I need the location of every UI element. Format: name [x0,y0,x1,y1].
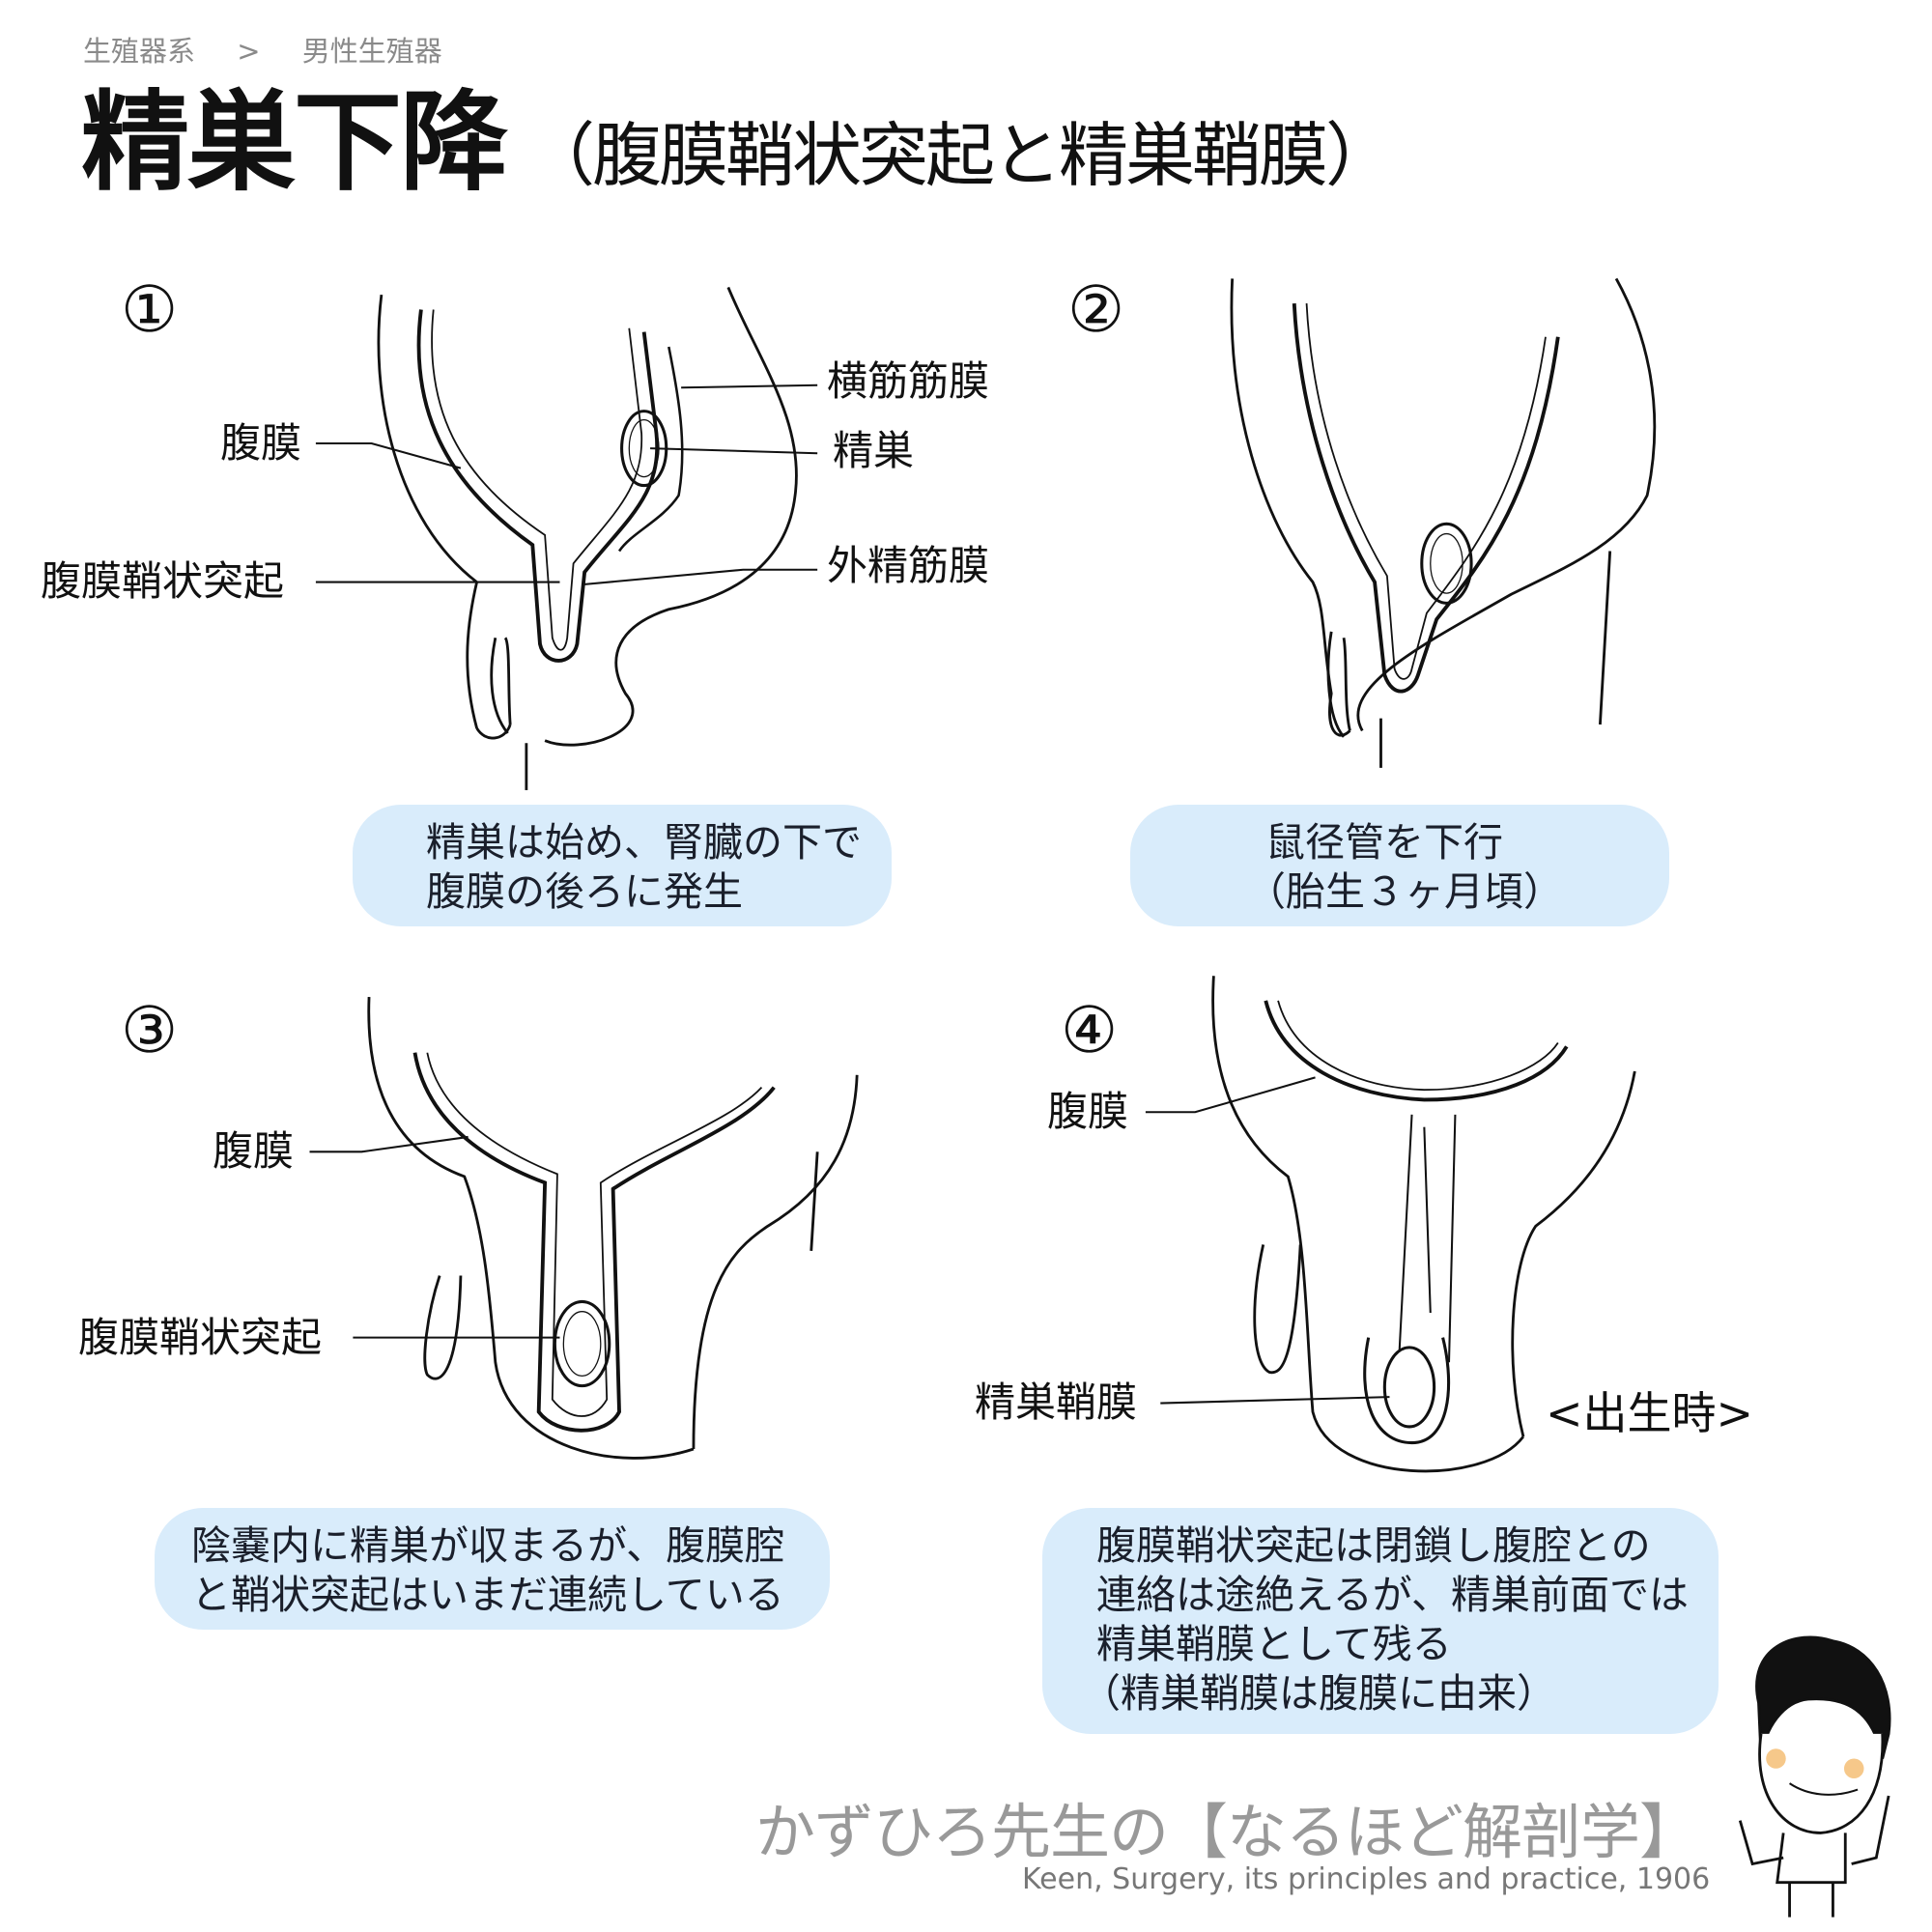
caption-line: （胎生３ヶ月頃） [1246,868,1563,915]
label-processus-vaginalis: 腹膜鞘状突起 [41,557,285,605]
stage-number-1: ① [121,272,179,347]
caption-stage-4: 腹膜鞘状突起は閉鎖し腹腔との 連絡は途絶えるが、精巣前面では 精巣鞘膜として残る… [1042,1508,1719,1734]
label-transversalis-fascia: 横筋筋膜 [827,357,990,405]
caption-line: と鞘状突起はいまだ連続している [191,1572,784,1618]
stage-number-3: ③ [121,993,179,1067]
breadcrumb-separator: > [237,35,261,68]
caption-line: 腹膜鞘状突起は閉鎖し腹腔との [1096,1522,1651,1569]
label-peritoneum: 腹膜 [213,1127,295,1175]
caption-line: 腹膜の後ろに発生 [426,868,743,915]
title-main: 精巣下降 [81,80,508,206]
label-testis: 精巣 [833,427,915,474]
label-external-spermatic-fascia: 外精筋膜 [827,542,990,589]
source-citation: Keen, Surgery, its principles and practi… [1022,1862,1711,1896]
stage-number-4: ④ [1061,993,1119,1067]
caption-line: 精巣鞘膜として残る [1096,1621,1452,1667]
label-at-birth: <出生時> [1546,1387,1754,1439]
breadcrumb: 生殖器系 > 男性生殖器 [83,29,475,70]
label-peritoneum: 腹膜 [220,419,302,467]
mascot-illustration [1738,1635,1891,1918]
page-title: 精巣下降（腹膜鞘状突起と精巣鞘膜） [81,89,1395,197]
stage-number-2: ② [1067,272,1125,347]
caption-stage-2: 鼠径管を下行 （胎生３ヶ月頃） [1130,805,1669,926]
brand-logo-text: かずひろ先生の【なるほど解剖学】 [755,1797,1699,1867]
breadcrumb-item[interactable]: 男性生殖器 [301,35,442,68]
caption-line: 陰嚢内に精巣が収まるが、腹膜腔 [191,1522,785,1569]
title-sub: （腹膜鞘状突起と精巣鞘膜） [526,115,1395,196]
label-peritoneum: 腹膜 [1047,1088,1129,1135]
label-processus-vaginalis: 腹膜鞘状突起 [78,1314,323,1361]
breadcrumb-item[interactable]: 生殖器系 [83,35,196,68]
illustration-stage-2 [1230,277,1657,768]
caption-stage-3: 陰嚢内に精巣が収まるが、腹膜腔 と鞘状突起はいまだ連続している [155,1508,830,1630]
leader-lines [309,384,1390,1405]
caption-line: 精巣は始め、腎臓の下で [426,819,862,866]
illustration-stage-1 [377,286,798,790]
caption-line: （精巣鞘膜は腹膜に由来） [1081,1670,1556,1717]
caption-line: 連絡は途絶えるが、精巣前面では [1096,1572,1689,1618]
caption-line: 鼠径管を下行 [1265,819,1503,866]
label-tunica-vaginalis: 精巣鞘膜 [975,1378,1138,1426]
caption-stage-1: 精巣は始め、腎臓の下で 腹膜の後ろに発生 [353,805,892,926]
illustration-stage-3 [367,996,859,1460]
illustration-stage-4 [1211,976,1636,1473]
